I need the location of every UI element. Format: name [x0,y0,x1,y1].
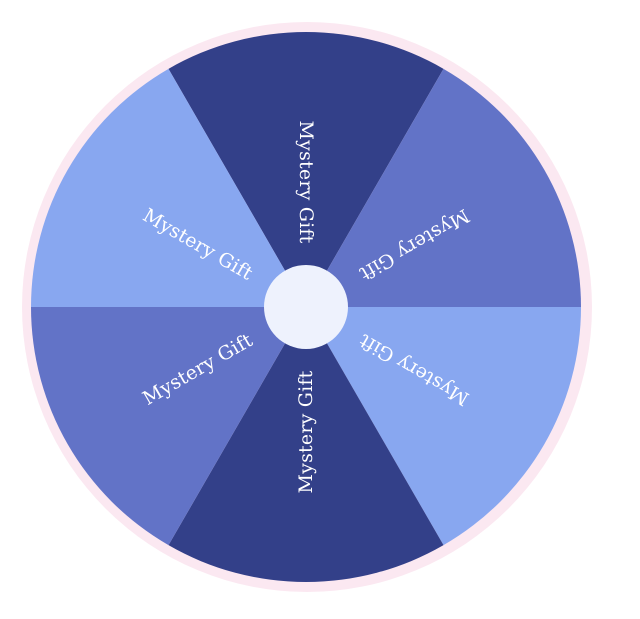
wheel-segments [31,31,581,583]
wheel-hub-button[interactable] [264,265,348,349]
wheel-segment [168,31,444,307]
wheel-segment [31,68,306,307]
wheel-segment [306,307,581,546]
wheel-segment [168,307,444,583]
wheel-segment-label: Mystery Gift [295,121,317,244]
wheel-segment [31,307,306,546]
wheel-segment [306,68,581,307]
wheel-segment-label: Mystery Gift [295,370,317,493]
